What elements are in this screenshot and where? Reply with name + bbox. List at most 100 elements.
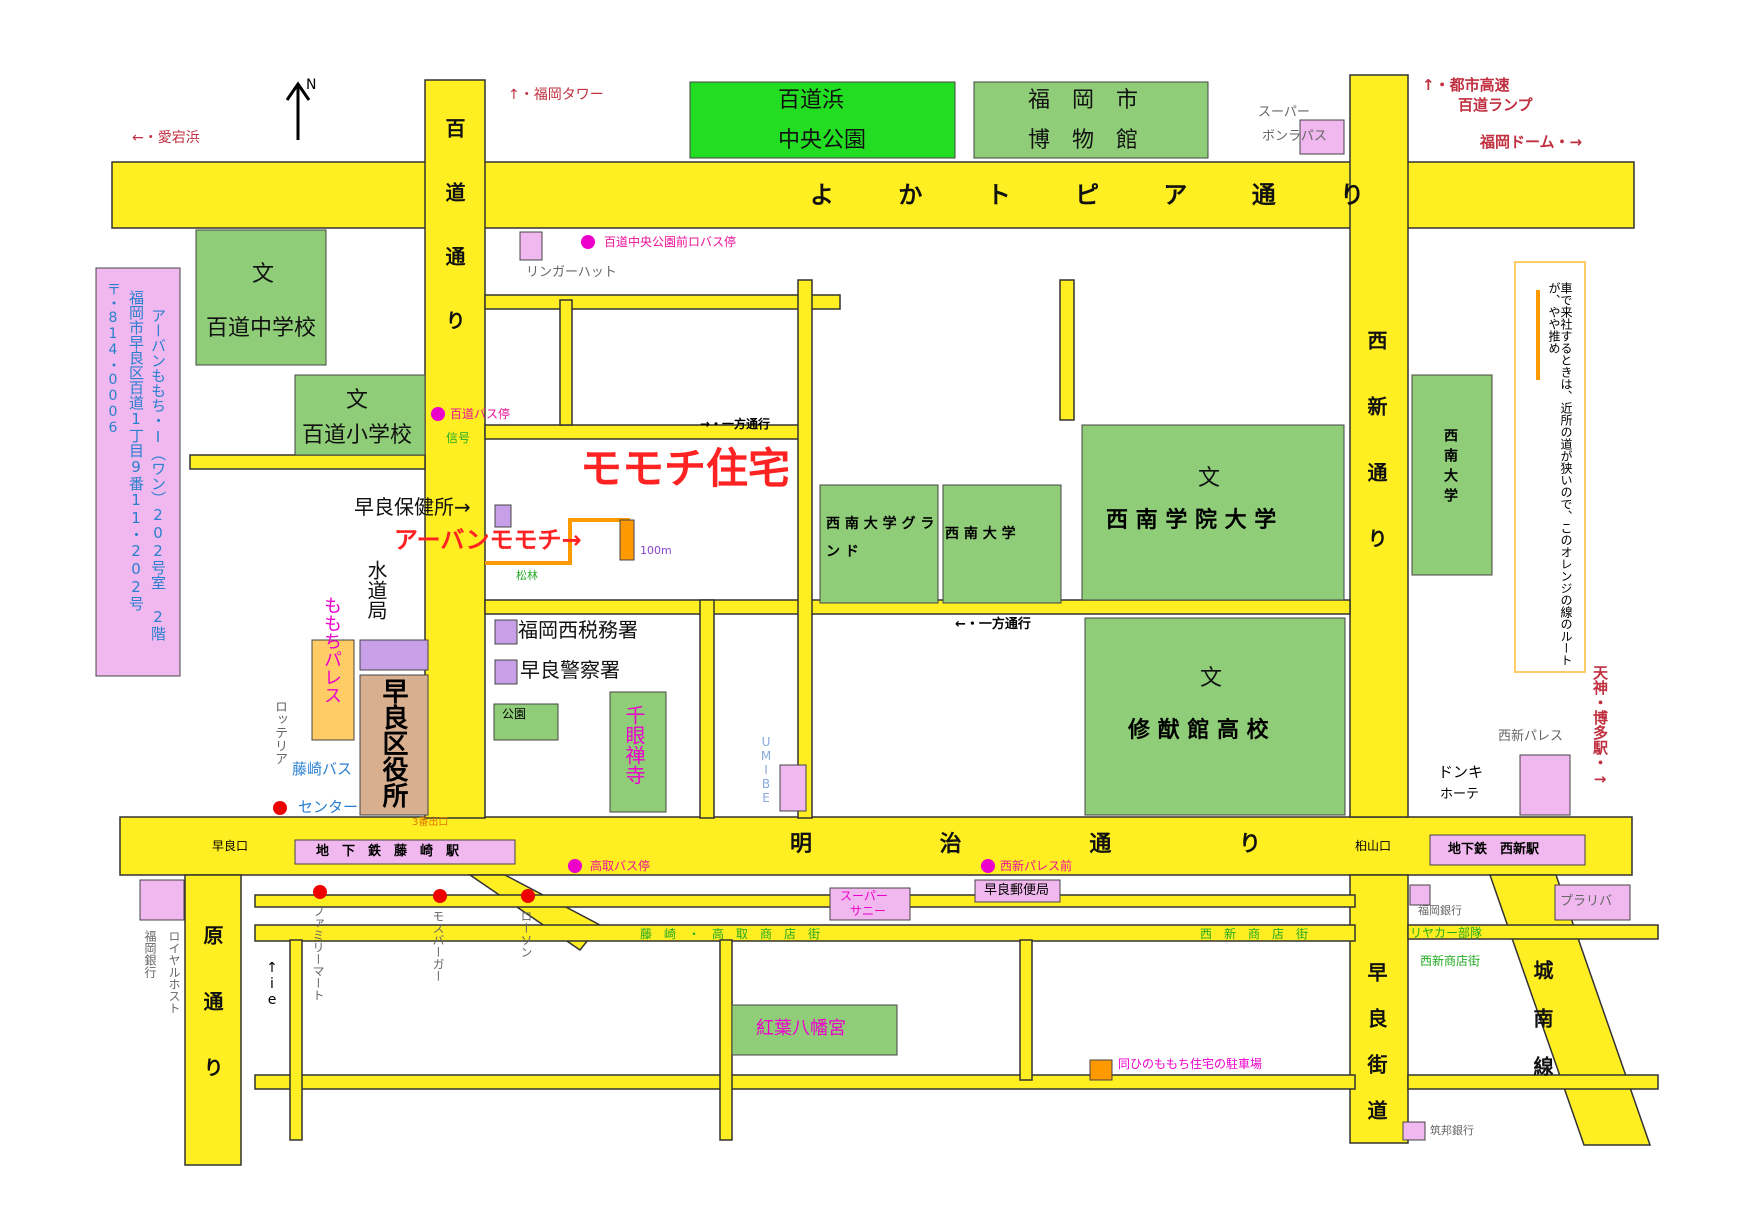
street-h3 (189, 454, 426, 470)
lawson-label: ローソン (519, 910, 533, 958)
fukuoka-bank-east-block (1409, 884, 1431, 906)
jhs-label: 百道中学校 (206, 316, 317, 341)
momochi-house-label[interactable]: モモチ住宅 (580, 444, 791, 493)
tax-office-label: 福岡西税務署 (518, 618, 638, 642)
dir-oneway-2: ←・一方通行 (955, 617, 1031, 632)
street-h8 (254, 1074, 1356, 1090)
street-h4 (484, 599, 806, 615)
road-nishijin-dori-label: 西新通り (1364, 330, 1388, 594)
street-v3 (699, 599, 715, 819)
chikugin-block (1402, 1121, 1426, 1141)
street-h9 (1407, 924, 1659, 940)
orange-route (485, 518, 630, 565)
compass-north-label: N (306, 77, 317, 93)
shuyukan-bun: 文 (1200, 666, 1223, 691)
road-network (111, 74, 1659, 1166)
umibe-block (779, 764, 807, 812)
super-bonrapas-2: ボンラパス (1262, 129, 1327, 144)
ringer-hut-label: リンガーハット (526, 265, 617, 280)
dir-atagohama: ←・愛宕浜 (132, 130, 200, 146)
police-block (494, 659, 518, 685)
momoyamaguchi-label: 桕山口 (1355, 839, 1392, 853)
matsubayashi-label: 松林 (516, 569, 538, 582)
family-mart-label: ファミリーマート (311, 905, 325, 1001)
water-bureau-block (359, 639, 429, 671)
seinan-gakuin-block (1081, 424, 1345, 601)
ringer-hut-block (519, 231, 543, 261)
street-v4 (559, 299, 573, 426)
momiji-label: 紅葉八幡宮 (756, 1018, 846, 1039)
road-momochi-label: 百道通り (442, 118, 466, 374)
street-v2 (1059, 279, 1075, 421)
lotteria-label: ロッテリア (272, 700, 287, 765)
markers (273, 235, 995, 903)
bus-stop-small-label: 100m (640, 544, 672, 557)
plaliva-block (1554, 884, 1631, 921)
health-block (494, 504, 512, 528)
park-label-1: 百道浜 (778, 88, 845, 113)
umibe-label: UMIBE (759, 735, 773, 805)
red-marker-mos (433, 889, 447, 903)
red-marker-lotteria (273, 801, 287, 815)
donki-2: ホーテ (1440, 787, 1480, 802)
nishijin-palace-label: 西新パレス (1498, 729, 1564, 744)
dir-oneway-1: →・一方通行 (700, 417, 771, 431)
address-street: 福岡市早良区百道1丁目9番11・202号 (127, 290, 145, 611)
fukuoka-bank-west-block (139, 879, 185, 921)
seinan-gakuin-label: 西 南 学 院 大 学 (1106, 508, 1277, 533)
donki-1: ドンキ (1438, 763, 1484, 781)
sengenji-block (609, 691, 667, 813)
nishijin-station-block (1429, 834, 1586, 866)
dir-momochi-ramp: 百道ランプ (1458, 96, 1533, 114)
ie-label: ↑ie (264, 960, 280, 1008)
street-v6 (719, 939, 733, 1141)
nishijin-shotengai-1: 西 新 商 店 街 (1200, 927, 1309, 941)
seinan-ground-label: 西 南 大 学 グ ラ ン ド (826, 516, 935, 560)
dir-toshi-expressway: ↑・都市高速 (1422, 76, 1510, 94)
seinan-east-block (1411, 374, 1493, 576)
red-marker-family (313, 885, 327, 899)
momochi-palace-block (311, 639, 355, 741)
urban-momochi-label[interactable]: アーバンモモチ→ (394, 526, 582, 554)
jhs-bun: 文 (252, 262, 275, 287)
kodamachi-label: 信号 (446, 431, 471, 445)
parking-block (1089, 1059, 1113, 1081)
address-zip: 〒・814・0006 (105, 282, 121, 436)
royal-host-label: ロイヤルホスト (167, 930, 181, 1014)
sawaraguchi-label: 早良口 (212, 839, 249, 853)
road-hara-dori (184, 874, 242, 1166)
museum-block (973, 81, 1209, 159)
bus-center-label: センター (298, 798, 359, 816)
fukuoka-bank-west-label: 福岡銀行 (143, 930, 157, 978)
street-h7 (254, 924, 1356, 942)
road-nishijin-dori (1349, 74, 1409, 818)
mos-burger-label: モスバーガー (431, 910, 445, 982)
parking-label: 同ひのももち住宅の駐車場 (1118, 1057, 1263, 1071)
bus-stop-label-1: 百道中央公園前ロバス停 (604, 235, 737, 249)
note-box (1514, 261, 1586, 673)
fujisaki-station-block (294, 839, 516, 865)
street-v5 (289, 939, 303, 1141)
chikugin-label: 筑邦銀行 (1430, 1124, 1474, 1137)
route-note: 車で来社するときは、近所の道が狭いので、このオレンジの線のルートが、やや推め (1547, 282, 1573, 666)
post-label: 早良郵便局 (984, 883, 1050, 898)
ward-office-label: 早良区役所 (378, 678, 408, 808)
momochi-house-block (619, 519, 635, 561)
seinan-east-label: 西南大学 (1442, 428, 1458, 508)
rear-car-label: リヤカー部隊 (1410, 926, 1483, 940)
park-label-2: 中央公園 (778, 128, 867, 153)
fujisaki-shotengai-label: 藤 崎 ・ 高 取 商 店 街 (640, 927, 821, 941)
es-block (294, 374, 426, 456)
bus-stop-label-2: 百道バス停 (450, 407, 511, 421)
street-h1 (484, 294, 841, 310)
super-bonrapas-1: スーパー (1258, 105, 1310, 120)
shuyukan-block (1084, 617, 1346, 816)
nishijin-palace-block (1519, 754, 1571, 816)
road-sawara-kaido-label: 早良街道 (1364, 962, 1388, 1146)
water-bureau-label: 水道局 (364, 560, 388, 620)
bus-stop-label-4: 西新パレス前 (1000, 859, 1073, 873)
bus-stop-marker-4 (981, 859, 995, 873)
dir-tenjin-hakata: 天神・博多駅・→ (1591, 665, 1609, 788)
plaliva-label: プラリバ (1560, 894, 1613, 909)
